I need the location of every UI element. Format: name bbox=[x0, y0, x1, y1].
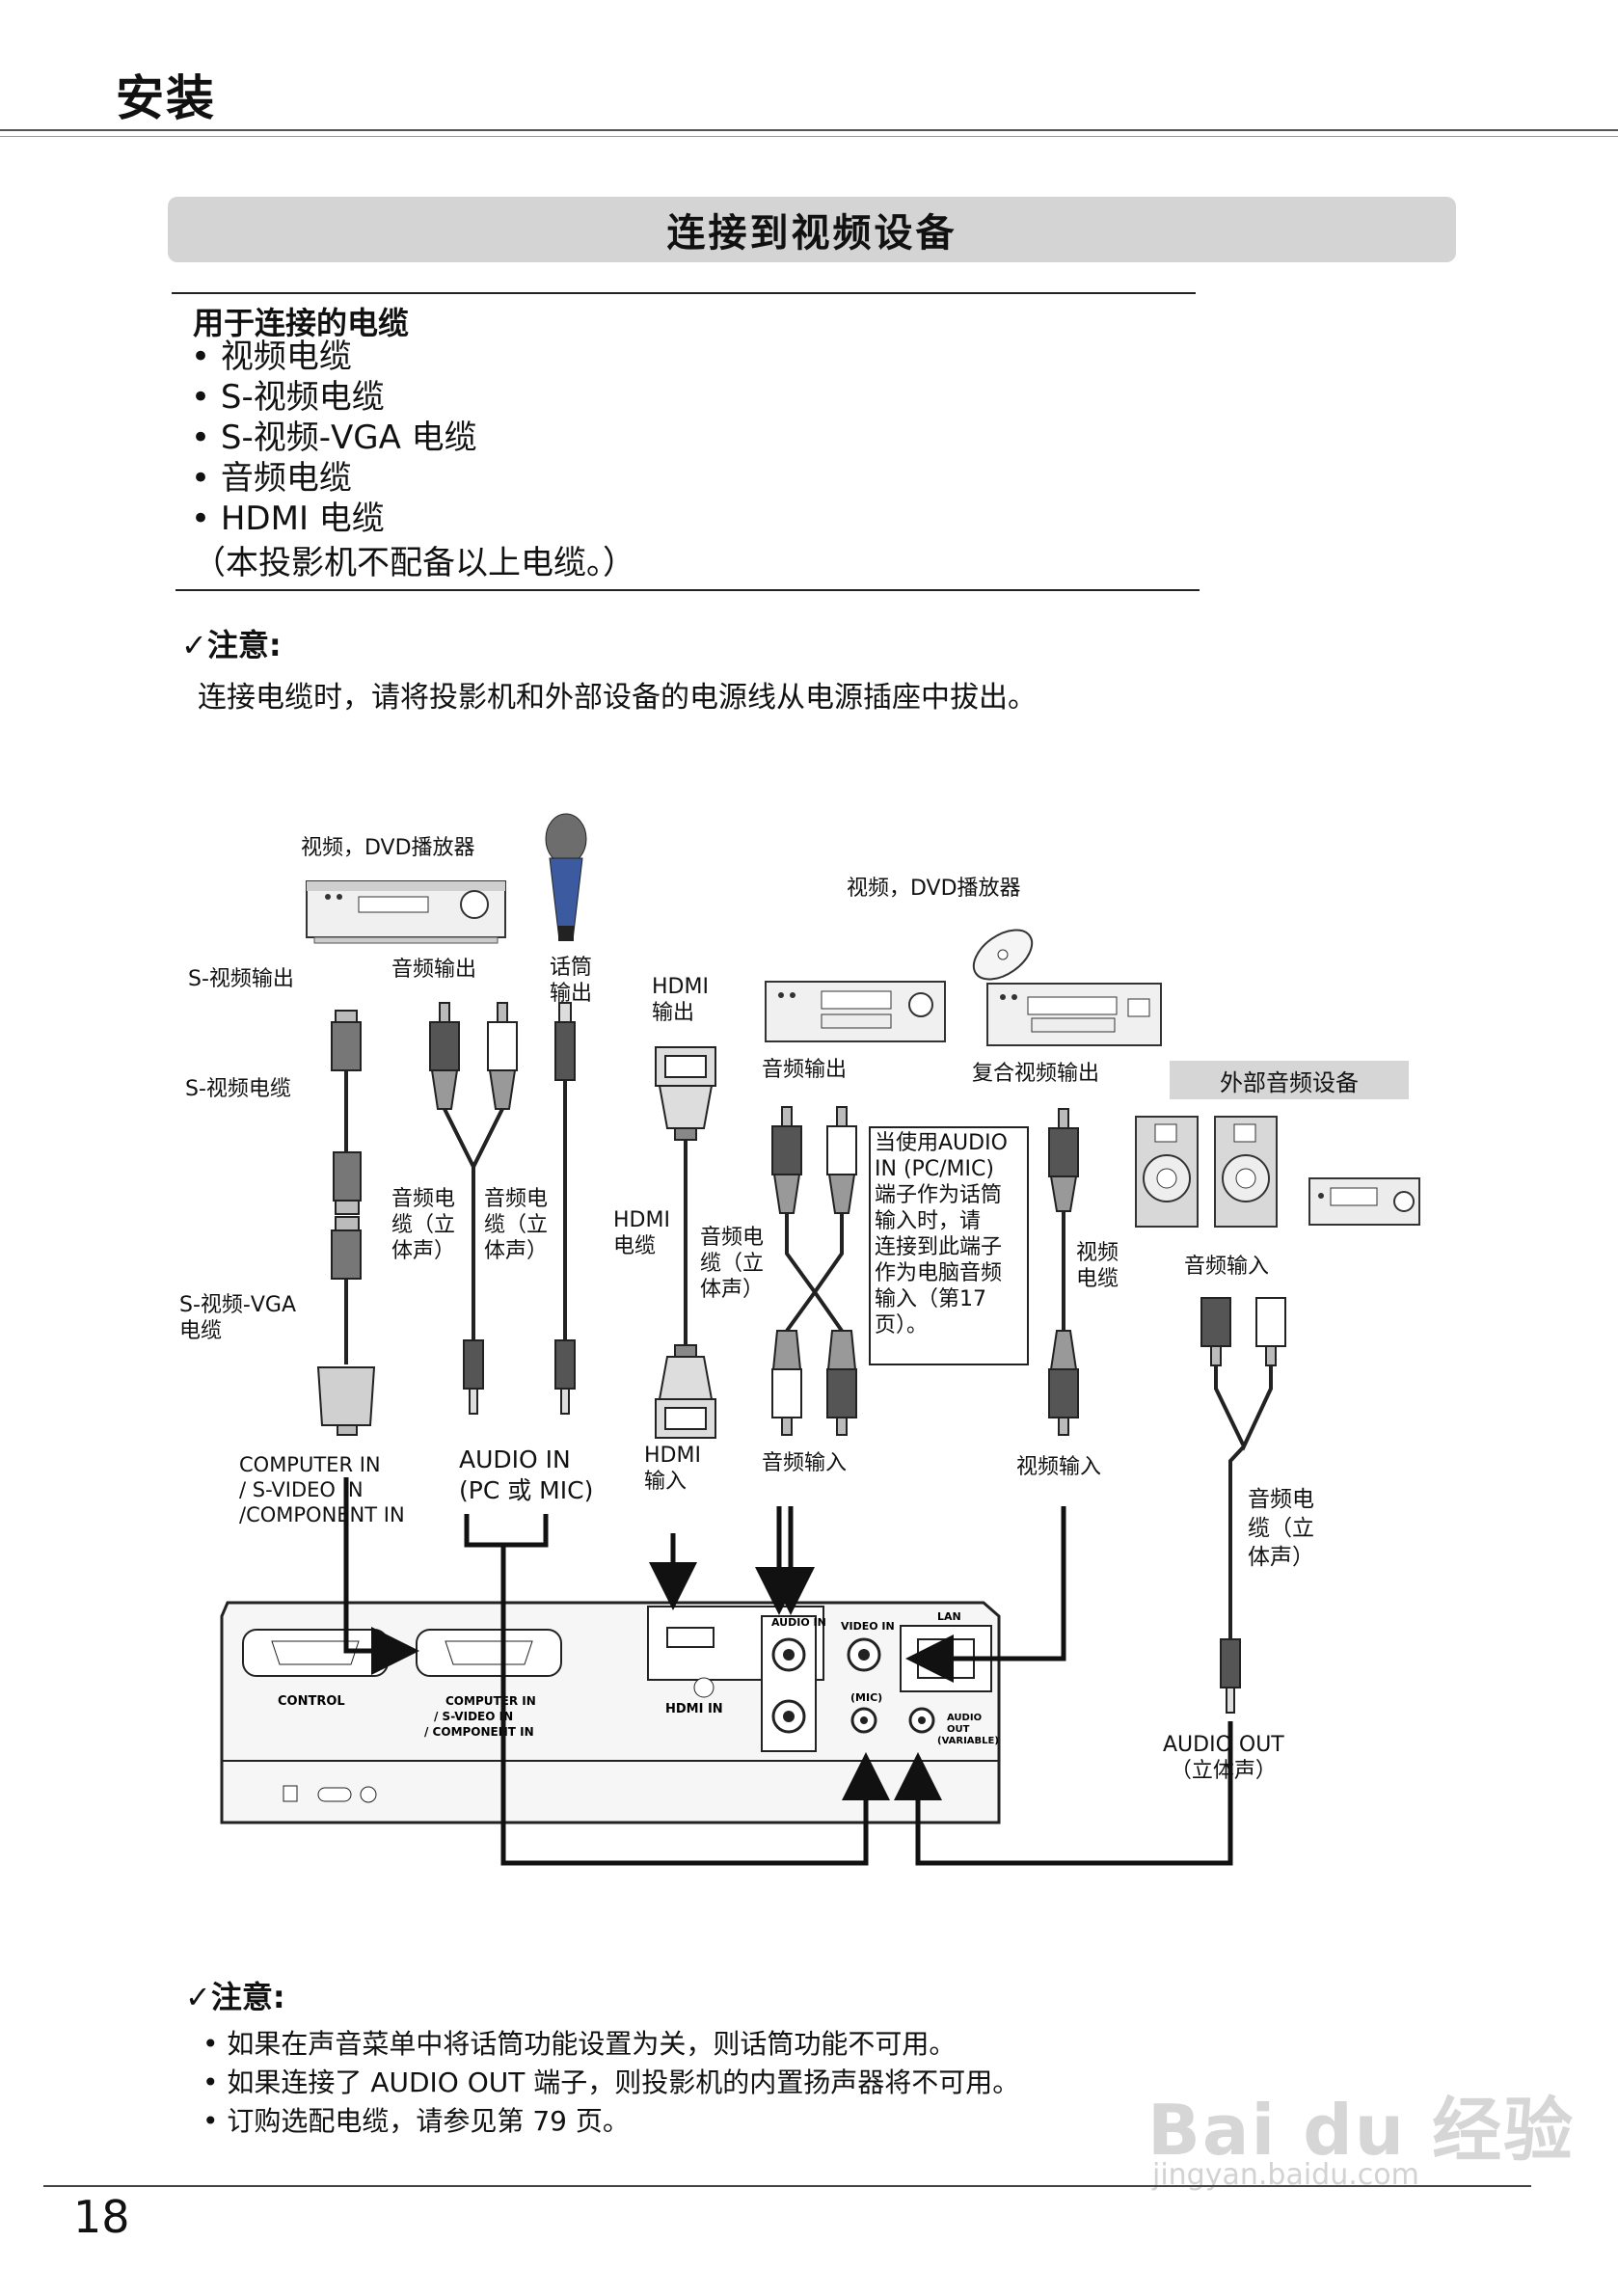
footer-rule bbox=[43, 2185, 1531, 2187]
panel-label-component-in: / COMPONENT IN bbox=[424, 1725, 534, 1739]
cable-item: • 视频电缆 bbox=[191, 338, 352, 376]
audio-out-left-label: 音频输出 bbox=[391, 958, 477, 982]
dvd-left-label: 视频，DVD播放器 bbox=[301, 836, 475, 860]
panel-label-control: CONTROL bbox=[278, 1694, 345, 1709]
audio-amplifier bbox=[1308, 1177, 1420, 1226]
dvd-disc-icon bbox=[972, 929, 1034, 981]
computer-in-label: COMPUTER IN/ S-VIDEO IN/COMPONENT IN bbox=[239, 1453, 405, 1526]
panel-label-variable: (VARIABLE) bbox=[937, 1736, 999, 1746]
audio-cable-a-label: 音频电缆（立体声） bbox=[391, 1187, 456, 1263]
mic-cable bbox=[554, 1002, 576, 1415]
cables-note: （本投影机不配备以上电缆。） bbox=[193, 544, 635, 582]
mic-out-label: 话筒输出 bbox=[550, 956, 593, 1006]
note2-item: • 订购选配电缆，请参见第 79 页。 bbox=[202, 2105, 630, 2137]
audio-cable-stereo-left bbox=[429, 1002, 518, 1415]
note2-item: • 如果连接了 AUDIO OUT 端子，则投影机的内置扬声器将不可用。 bbox=[202, 2066, 1020, 2098]
audio-cable-stereo-middle bbox=[771, 1106, 857, 1436]
composite-out-label: 复合视频输出 bbox=[972, 1062, 1100, 1086]
speaker-right bbox=[1214, 1116, 1278, 1228]
audio-cable-d-label: 音频电缆（立体声） bbox=[1248, 1487, 1314, 1570]
dvd-right-label: 视频，DVD播放器 bbox=[847, 877, 1021, 901]
audio-cable-b-label: 音频电缆（立体声） bbox=[484, 1187, 549, 1263]
panel-label-hdmi-in: HDMI IN bbox=[665, 1702, 723, 1716]
panel-label-audio-out-2: OUT bbox=[947, 1724, 970, 1735]
av-receiver bbox=[986, 983, 1162, 1046]
panel-label-audio-in: AUDIO IN bbox=[771, 1616, 826, 1629]
cable-item: • HDMI 电缆 bbox=[191, 500, 385, 538]
panel-label-audio-out: AUDIO bbox=[947, 1713, 982, 1723]
svideo-out-label: S-视频输出 bbox=[188, 967, 294, 991]
audio-in-pc-mic-label: AUDIO IN(PC 或 MIC) bbox=[459, 1445, 594, 1504]
svideo-cable bbox=[316, 1010, 376, 1436]
page-number: 18 bbox=[73, 2191, 130, 2243]
panel-label-lan: LAN bbox=[937, 1610, 961, 1623]
video-in-label: 视频输入 bbox=[1016, 1455, 1102, 1479]
connection-arrows bbox=[343, 1477, 1233, 1866]
section-title: 安装 bbox=[116, 70, 216, 126]
dvd-player-right bbox=[765, 981, 946, 1042]
audio-cable-c-label: 音频电缆（立体声） bbox=[700, 1226, 765, 1302]
speaker-left bbox=[1135, 1116, 1199, 1228]
external-audio-device-label: 外部音频设备 bbox=[1170, 1061, 1409, 1099]
audio-out-right-label: 音频输出 bbox=[762, 1058, 848, 1082]
audio-cable-stereo-right bbox=[1200, 1297, 1286, 1714]
cable-item: • 音频电缆 bbox=[191, 459, 352, 498]
baidu-watermark: Bai du 经验 bbox=[1147, 2090, 1576, 2171]
panel-label-computer-in: COMPUTER IN bbox=[445, 1694, 536, 1708]
video-cable bbox=[1048, 1108, 1079, 1436]
audio-in-right-label: 音频输入 bbox=[1184, 1255, 1270, 1279]
cable-item: • S-视频电缆 bbox=[191, 378, 385, 417]
cable-item: • S-视频-VGA 电缆 bbox=[191, 419, 477, 457]
note-text: 连接电缆时，请将投影机和外部设备的电源线从电源插座中拔出。 bbox=[198, 681, 1037, 715]
header-rule bbox=[0, 129, 1618, 131]
svideo-cable-label: S-视频电缆 bbox=[185, 1077, 291, 1101]
projector-rear-panel: CONTROL COMPUTER IN / S-VIDEO IN / COMPO… bbox=[220, 1601, 1001, 1824]
header-rule-thin bbox=[0, 136, 1618, 137]
note-heading: ✓注意: bbox=[181, 627, 282, 663]
note2-item: • 如果在声音菜单中将话筒功能设置为关，则话筒功能不可用。 bbox=[202, 2028, 957, 2060]
microphone-icon bbox=[545, 813, 587, 941]
dvd-player-left bbox=[306, 880, 506, 944]
panel-label-video-in: VIDEO IN bbox=[841, 1620, 895, 1633]
audio-out-stereo-label: AUDIO OUT（立体声） bbox=[1163, 1733, 1284, 1783]
panel-label-mic: (MIC) bbox=[850, 1691, 882, 1704]
audio-in-mid-label: 音频输入 bbox=[762, 1451, 848, 1475]
hdmi-cable bbox=[655, 1046, 716, 1439]
box-rule-top bbox=[172, 292, 1196, 294]
video-cable-label: 视频电缆 bbox=[1076, 1241, 1119, 1291]
panel-label-svideo-in: / S-VIDEO IN bbox=[434, 1710, 513, 1723]
cables-heading: 用于连接的电缆 bbox=[193, 305, 410, 341]
banner-title: 连接到视频设备 bbox=[168, 197, 1456, 262]
note2-heading: ✓注意: bbox=[185, 1979, 285, 2015]
box-rule-bottom bbox=[175, 589, 1200, 591]
